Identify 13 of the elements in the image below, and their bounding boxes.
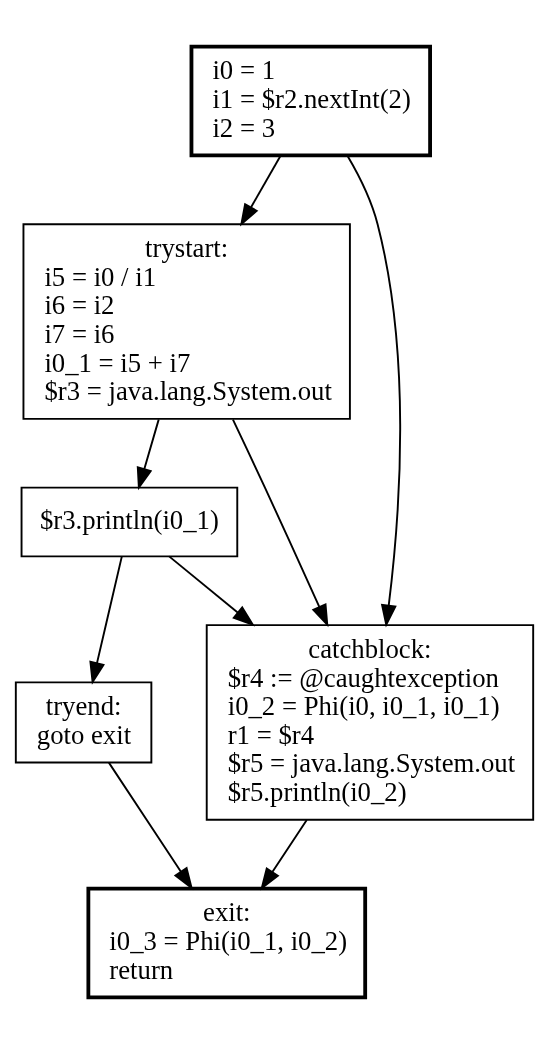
arrow [232, 418, 329, 628]
arrow [89, 555, 123, 685]
arrow [240, 155, 282, 227]
arrow [346, 155, 402, 628]
arrow [168, 555, 255, 627]
node-box: trystart: i5 = i0 / i1 i6 = i2 i7 = i6 i0_1 = i5 + i7 $r3 = java.lang.System.out [22, 223, 351, 420]
node-box: i0 = 1 i1 = $r2.nextInt(2) i2 = 3 [189, 44, 432, 158]
node-box: catchblock: $r4 := @caughtexception i0_2 = Phi(i0, i0_1, i0_1) r1 = $r4 $r5 = java.lang.System.out $r5.println(i0_2) [205, 624, 535, 821]
node-box: exit: i0_3 = Phi(i0_1, i0_2) return [86, 886, 368, 1000]
node-box: $r3.println(i0_1) [20, 486, 239, 558]
arrow [136, 418, 160, 491]
node-box: tryend: goto exit [14, 681, 153, 764]
arrow [260, 819, 308, 891]
